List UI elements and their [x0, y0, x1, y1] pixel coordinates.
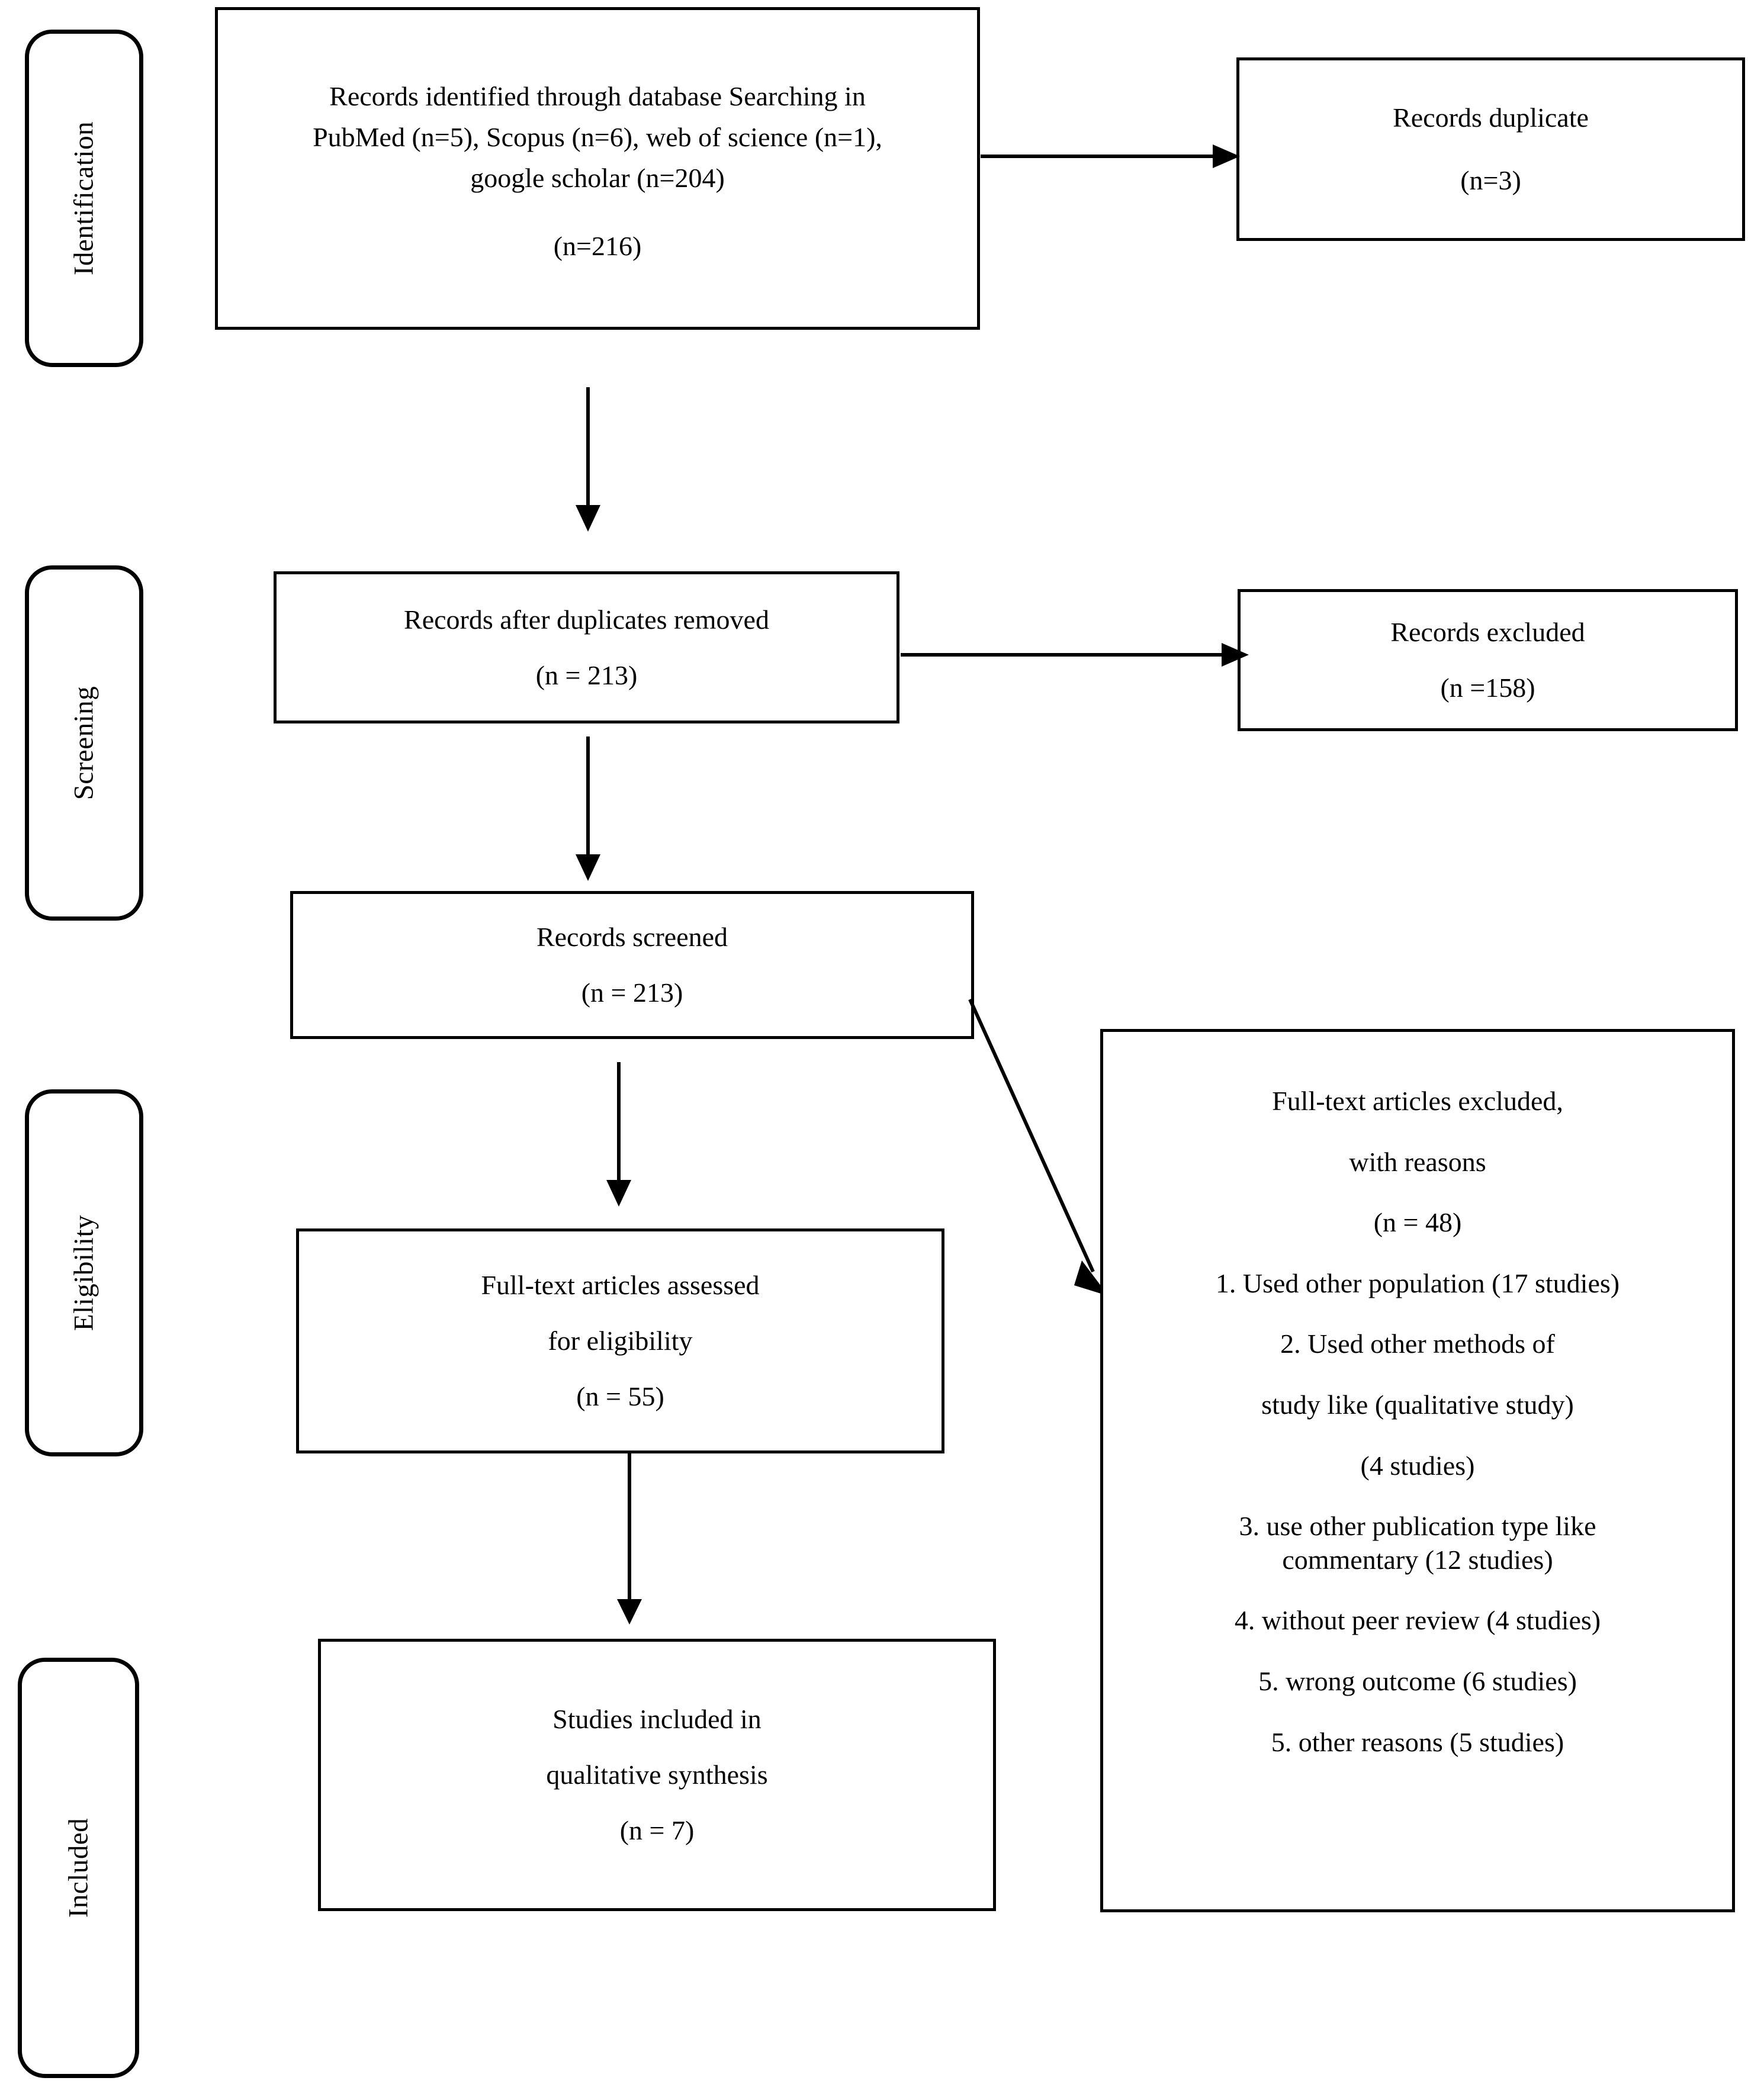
arrow-identified-to-after-duplicates: [568, 385, 610, 533]
box-records-duplicate: Records duplicate (n=3): [1236, 57, 1745, 241]
stage-label-included-text: Included: [63, 1818, 94, 1918]
records-after-duplicates-title: Records after duplicates removed: [404, 604, 769, 635]
box-records-screened: Records screened (n = 213): [290, 891, 974, 1039]
box-records-identified: Records identified through database Sear…: [215, 7, 980, 330]
records-duplicate-count: (n=3): [1460, 165, 1521, 195]
fulltext-excluded-subtitle: with reasons: [1349, 1146, 1486, 1177]
stage-label-eligibility-text: Eligibility: [68, 1214, 99, 1331]
fulltext-excluded-reason-3-cont: commentary (12 studies): [1282, 1544, 1553, 1575]
stage-label-screening: Screening: [25, 565, 143, 921]
fulltext-excluded-reason-4: 4. without peer review (4 studies): [1234, 1605, 1601, 1636]
fulltext-excluded-count: (n = 48): [1373, 1207, 1462, 1238]
records-duplicate-title: Records duplicate: [1393, 102, 1589, 133]
fulltext-excluded-reason-6: 5. other reasons (5 studies): [1271, 1726, 1564, 1757]
box-records-after-duplicates-removed: Records after duplicates removed (n = 21…: [274, 571, 899, 723]
arrow-after-duplicates-to-records-excluded: [897, 641, 1252, 670]
stage-label-screening-text: Screening: [68, 686, 99, 800]
studies-included-count: (n = 7): [619, 1815, 695, 1845]
stage-label-identification: Identification: [25, 30, 143, 367]
arrow-identified-to-duplicates: [977, 142, 1244, 172]
arrow-after-duplicates-to-records-screened: [568, 734, 610, 882]
stage-label-eligibility: Eligibility: [25, 1089, 143, 1456]
fulltext-assessed-count: (n = 55): [576, 1381, 664, 1411]
box-studies-included: Studies included in qualitative synthesi…: [318, 1639, 996, 1911]
box-fulltext-articles-excluded: Full-text articles excluded, with reason…: [1100, 1029, 1735, 1912]
fulltext-assessed-title: Full-text articles assessed: [481, 1270, 760, 1301]
arrow-records-screened-to-fulltext-assessed: [599, 1060, 641, 1208]
records-screened-title: Records screened: [536, 922, 728, 953]
stage-label-identification-text: Identification: [68, 121, 99, 276]
records-screened-count: (n = 213): [581, 977, 683, 1008]
fulltext-excluded-reason-2: 2. Used other methods of: [1280, 1329, 1555, 1359]
box-records-excluded: Records excluded (n =158): [1238, 589, 1738, 731]
records-identified-count: (n=216): [553, 231, 642, 262]
records-identified-paragraph: Records identified through database Sear…: [313, 81, 882, 194]
arrow-fulltext-assessed-to-studies-included: [610, 1449, 651, 1627]
fulltext-excluded-reason-2-count: (4 studies): [1360, 1450, 1475, 1481]
records-excluded-title: Records excluded: [1390, 617, 1585, 648]
studies-included-subtitle: qualitative synthesis: [546, 1760, 768, 1790]
studies-included-title: Studies included in: [552, 1704, 761, 1735]
fulltext-assessed-subtitle: for eligibility: [548, 1326, 693, 1356]
records-after-duplicates-count: (n = 213): [535, 660, 638, 690]
box-fulltext-articles-assessed: Full-text articles assessed for eligibil…: [296, 1228, 944, 1453]
fulltext-excluded-reason-3: 3. use other publication type like: [1239, 1511, 1596, 1542]
arrow-records-screened-to-fulltext-excluded: [965, 995, 1125, 1302]
fulltext-excluded-reason-5: 5. wrong outcome (6 studies): [1258, 1665, 1577, 1696]
fulltext-excluded-reason-1: 1. Used other population (17 studies): [1215, 1268, 1620, 1298]
fulltext-excluded-reason-2-cont: study like (qualitative study): [1261, 1389, 1574, 1420]
records-excluded-count: (n =158): [1440, 673, 1535, 703]
fulltext-excluded-title: Full-text articles excluded,: [1272, 1086, 1563, 1116]
stage-label-included: Included: [18, 1658, 139, 2078]
